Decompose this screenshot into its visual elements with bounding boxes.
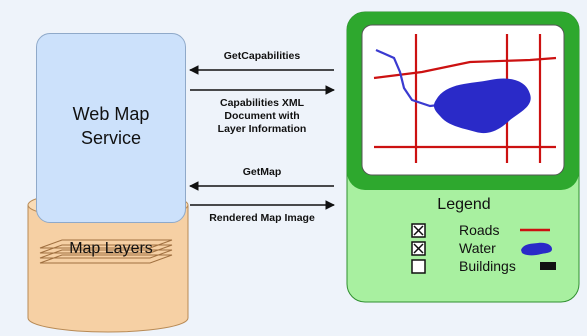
getmap-label: GetMap [242,166,282,178]
map-layers-label: Map Layers [69,240,153,257]
lake-icon [433,78,531,134]
legend-checkbox-water [411,241,426,256]
buildings-symbol-icon [540,262,556,270]
getcapabilities-label: GetCapabilities [223,50,301,62]
web-map-service-box [36,33,186,223]
layer-sheets-icon [39,239,173,264]
roads-icon [373,34,557,163]
web-map-service-title: Web Map Service [72,104,150,148]
legend-label-buildings: Buildings [459,258,516,274]
rendered-map-image-label: Rendered Map Image [209,212,315,224]
legend-label-water: Water [459,240,496,256]
legend-title: Legend [437,196,491,213]
legend-checkbox-roads [411,223,426,238]
water-symbol-icon [521,242,552,256]
database-body [27,204,189,333]
capabilities-xml-label: Capabilities XML Document with Layer Inf… [217,97,307,135]
legend-checkbox-buildings [411,259,426,274]
legend-label-roads: Roads [459,222,500,238]
